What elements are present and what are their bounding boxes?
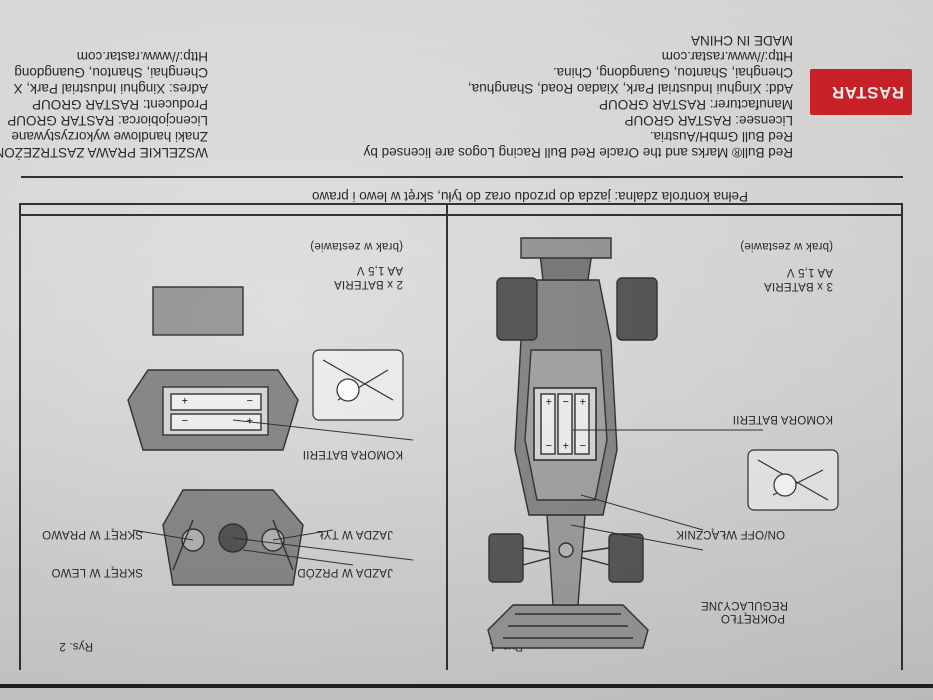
label-car-batteries-1: 3 x BATERIA (763, 280, 833, 292)
svg-text:−: − (563, 395, 569, 407)
text-line: MADE IN CHINA (690, 33, 793, 48)
label-battery-comp-remote: KOMORA BATERII (302, 448, 403, 460)
text-line: Adres: Xinghui Industrial Park, X (13, 81, 208, 96)
svg-text:−: − (580, 439, 586, 451)
text-line: Producent: RASTAR GROUP (31, 97, 208, 112)
text-line: Licensee: RASTAR GROUP (624, 113, 793, 128)
text-line: Red Bull® Marks and the Oracle Red Bull … (363, 145, 793, 160)
label-steering-2: REGULACYJNE (700, 599, 788, 611)
svg-text:−: − (546, 439, 552, 451)
label-switch: ON/OFF WŁĄCZNIK (675, 528, 785, 540)
label-steering-1: POKRĘTŁO (720, 612, 785, 624)
svg-text:+: + (546, 395, 552, 407)
label-car-batteries-2: AA 1,5 V (786, 266, 833, 278)
text-line: Chenghai, Shantou, Guangdong, China. (552, 65, 793, 80)
label-forward: JAZDA W PRZÓD (297, 566, 393, 578)
svg-text:−: − (247, 394, 253, 406)
label-remote-batteries-2: AA 1,5 V (356, 264, 403, 276)
svg-text:+: + (247, 414, 253, 426)
svg-text:+: + (182, 394, 188, 406)
text-line: Licencjobiorca: RASTAR GROUP (7, 113, 208, 128)
text-line: Manufacturer: RASTAR GROUP (598, 97, 793, 112)
label-car-batteries-3: (brak w zestawie) (740, 240, 833, 252)
text-line: Add: Xinghui Industrial Park, Xiadao Roa… (468, 81, 793, 96)
label-remote-batteries-1: 2 x BATERIA (333, 278, 403, 290)
text-line: Chenghai, Shantou, Guangdong (14, 65, 208, 80)
text-line: Red Bull GmbH/Austria. (649, 129, 793, 144)
label-turn-left: SKRĘT W LEWO (51, 566, 143, 578)
rastar-logo: RASTAR (810, 69, 912, 115)
text-line: Http://www.rastar.com (661, 49, 793, 64)
text-line: Znaki handlowe wykorzystywane (11, 129, 208, 144)
logo-text: RASTAR (831, 83, 904, 102)
label-back: JAZDA W TYŁ (316, 528, 393, 540)
svg-text:+: + (580, 395, 586, 407)
label-remote-batteries-3: (brak w zestawie) (310, 240, 403, 252)
svg-text:+: + (563, 439, 569, 451)
text-line: WSZELKIE PRAWA ZASTRZEŻONE (0, 145, 208, 160)
control-description: Pełna kontrola zdalna: jazda do przodu o… (312, 189, 748, 204)
svg-text:−: − (182, 414, 188, 426)
label-turn-right: SKRĘT W PRAWO (42, 528, 143, 540)
label-battery-comp-car: KOMORA BATERII (732, 413, 833, 425)
text-line: Http://www.rastar.com (76, 49, 208, 64)
